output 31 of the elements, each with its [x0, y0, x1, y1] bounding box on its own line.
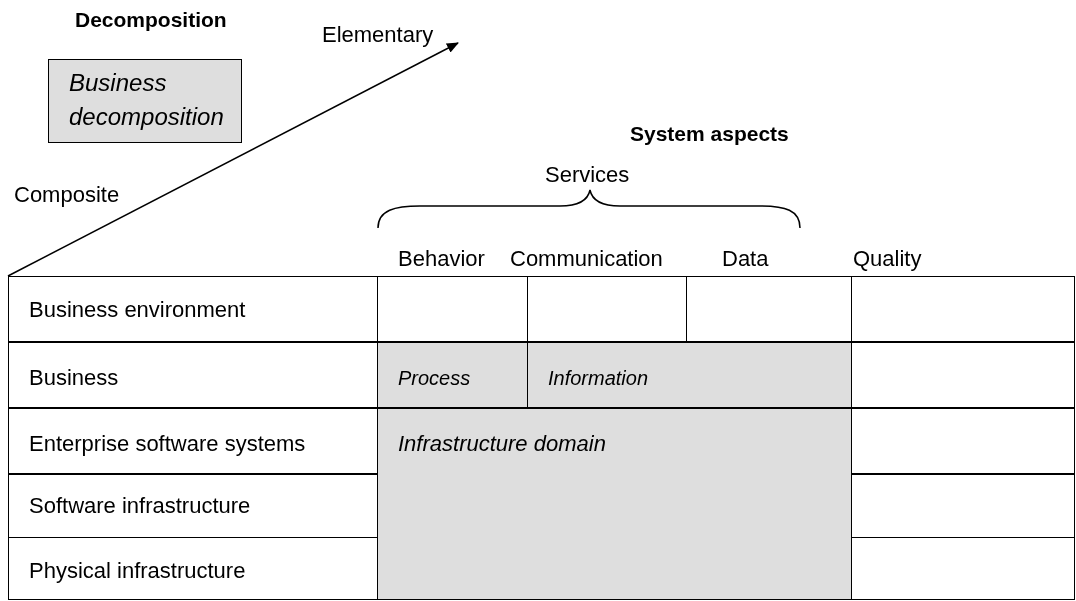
table-cell: [851, 537, 1075, 600]
cell-text: Business: [29, 365, 119, 391]
axis-label: Elementary: [322, 22, 434, 48]
table-cell: [8, 408, 378, 474]
column-header: Communication: [510, 246, 663, 272]
cell-text: Infrastructure domain: [398, 431, 606, 457]
cell-text: Information: [548, 367, 649, 390]
shaded-cell: [377, 408, 852, 600]
cell-text: Software infrastructure: [29, 493, 251, 519]
table-cell: [851, 474, 1075, 538]
group-label: Services: [545, 162, 630, 188]
cell-text: Physical infrastructure: [29, 558, 246, 584]
cell-text: Enterprise software systems: [29, 431, 306, 457]
cell-text: Business environment: [29, 297, 246, 323]
cell-text: Process: [398, 367, 471, 390]
axis-label: Composite: [14, 182, 120, 208]
section-heading: System aspects: [630, 122, 789, 146]
table-cell: [851, 276, 1075, 342]
table-cell: [8, 474, 378, 538]
diagram-heading: Decomposition: [75, 8, 227, 32]
shaded-box: [48, 59, 242, 143]
table-cell: [8, 537, 378, 600]
table-cell: [8, 342, 378, 408]
table-cell: [8, 276, 378, 342]
column-header: Behavior: [398, 246, 485, 272]
shaded-cell: [377, 342, 528, 408]
table-cell: [851, 342, 1075, 408]
column-header: Quality: [853, 246, 922, 272]
column-header: Data: [722, 246, 769, 272]
shaded-cell: [527, 342, 852, 408]
table-cell: [851, 408, 1075, 474]
